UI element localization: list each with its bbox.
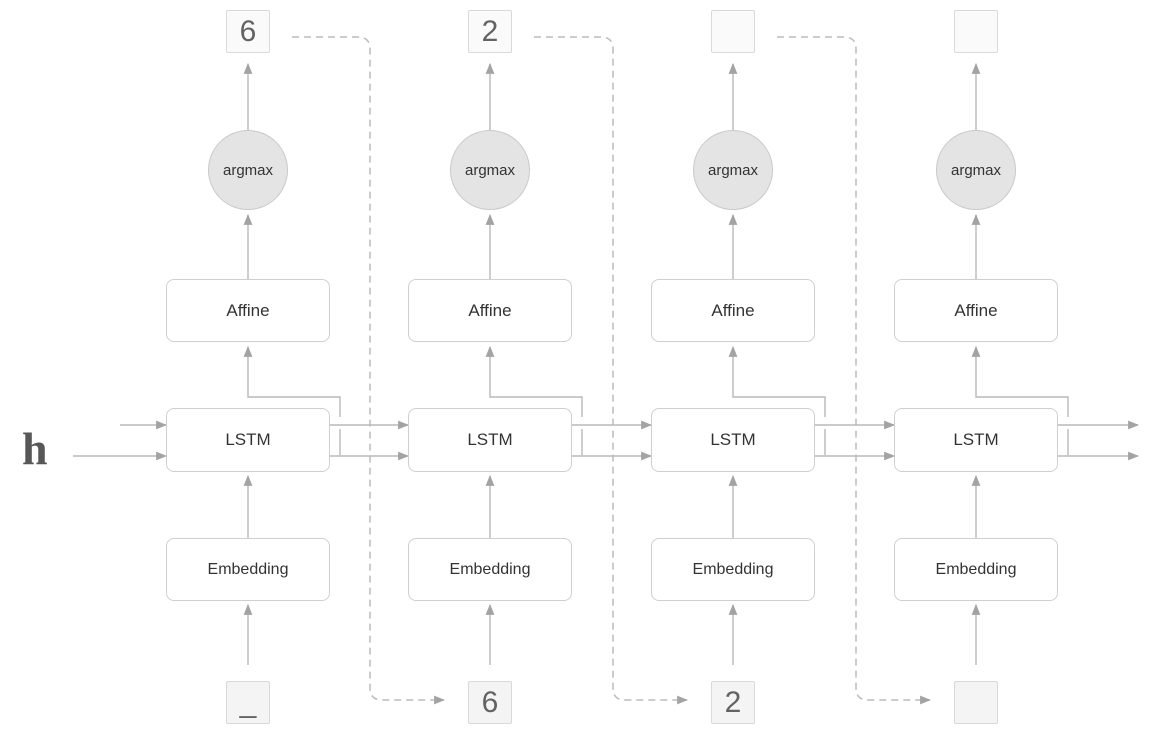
feedback-arrow-1 [292, 36, 446, 705]
lstm-to-affine-arrow [490, 347, 583, 455]
feedback-arrow-2 [534, 36, 689, 705]
hidden-state-label: h [22, 423, 48, 474]
lstm-to-affine-arrow [248, 347, 341, 455]
lstm-to-affine-arrow [733, 347, 826, 455]
lstm-to-affine-arrow [976, 347, 1069, 455]
solid-arrows [73, 62, 1140, 665]
feedback-dashed-arrows [292, 36, 932, 705]
feedback-arrow-3 [777, 36, 932, 705]
